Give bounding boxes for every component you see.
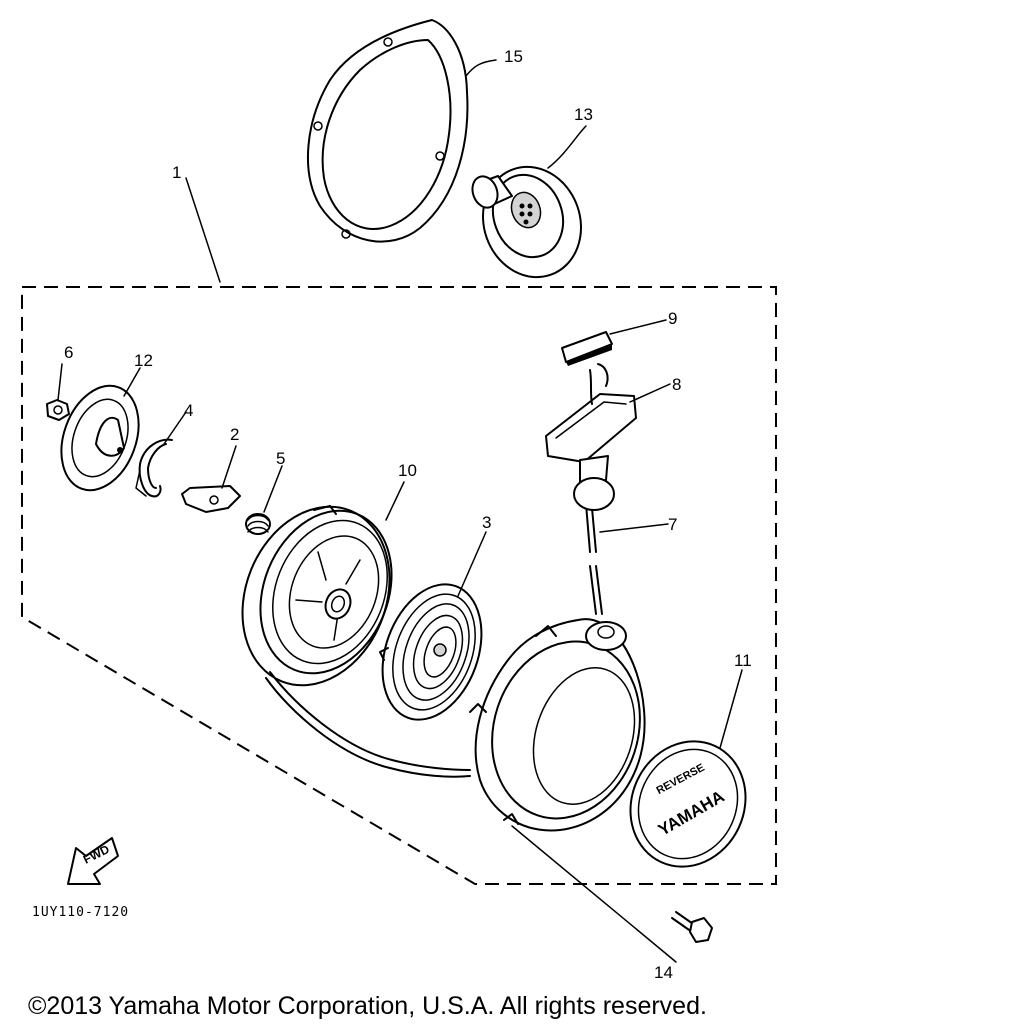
- callout-12: 12: [134, 351, 153, 370]
- callout-4: 4: [184, 401, 193, 420]
- handle-cap-9: [561, 331, 613, 366]
- callout-6: 6: [64, 343, 73, 362]
- spring-clip-4: [135, 438, 173, 498]
- leader-lines: [57, 59, 743, 963]
- callout-11: 11: [734, 651, 752, 670]
- drive-plate-12: [60, 384, 140, 492]
- callout-14: 14: [654, 963, 673, 982]
- callout-8: 8: [672, 375, 681, 394]
- callout-2: 2: [230, 425, 239, 444]
- starter-pulley-13: [471, 165, 583, 279]
- emblem-11: REVERSE YAMAHA: [629, 740, 747, 868]
- callout-5: 5: [276, 449, 285, 468]
- pawl-spring-5: [245, 513, 271, 535]
- callout-7: 7: [668, 515, 677, 534]
- nut-6: [46, 399, 70, 421]
- callout-10: 10: [398, 461, 417, 480]
- starter-case: [469, 618, 646, 832]
- callout-1: 1: [172, 163, 181, 182]
- gasket-15: [306, 19, 469, 243]
- bolt-14: [671, 911, 713, 943]
- drawing-code: 1UY110-7120: [32, 905, 129, 920]
- copyright-notice: ©2013 Yamaha Motor Corporation, U.S.A. A…: [28, 992, 707, 1020]
- sheave-drum-10: [241, 505, 393, 687]
- callout-9: 9: [668, 309, 677, 328]
- starter-rope-7: [265, 503, 603, 778]
- starter-handle-8: [545, 363, 637, 511]
- pawl-2: [181, 485, 241, 513]
- callout-13: 13: [574, 105, 593, 124]
- callout-15: 15: [504, 47, 523, 66]
- spiral-spring-3: [379, 583, 483, 721]
- callout-3: 3: [482, 513, 491, 532]
- fwd-arrow-icon: FWD: [67, 837, 119, 885]
- callout-labels: 1 2 3 4 5 6 7 8 9 10 11 12 13 14 15: [64, 47, 752, 982]
- assembly-boundary: [21, 286, 777, 885]
